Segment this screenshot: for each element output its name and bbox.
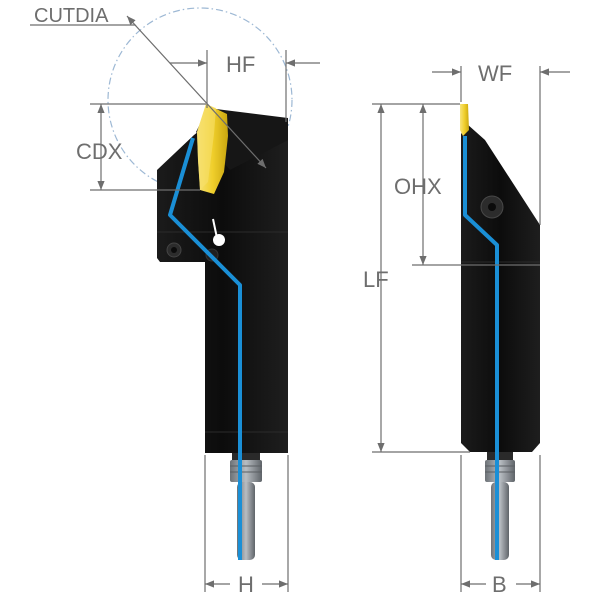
cutdia-label: CUTDIA — [34, 5, 109, 27]
b-label: B — [492, 572, 507, 597]
front-shank — [230, 450, 262, 560]
side-coolant-channel — [463, 136, 499, 560]
h-label: H — [238, 572, 254, 597]
lf-label: LF — [363, 267, 389, 292]
dimension-lines — [30, 15, 570, 592]
side-insert — [460, 104, 469, 136]
cdx-label: CDX — [76, 139, 123, 164]
front-body — [157, 128, 288, 453]
side-shank — [485, 450, 515, 560]
front-view — [107, 7, 293, 560]
cutting-diameter-circle — [107, 7, 293, 193]
wf-label: WF — [478, 61, 512, 86]
side-body — [461, 124, 540, 452]
front-coolant-channel — [168, 137, 242, 560]
hf-label: HF — [226, 52, 255, 77]
side-view — [460, 104, 540, 560]
ohx-label: OHX — [394, 174, 442, 199]
